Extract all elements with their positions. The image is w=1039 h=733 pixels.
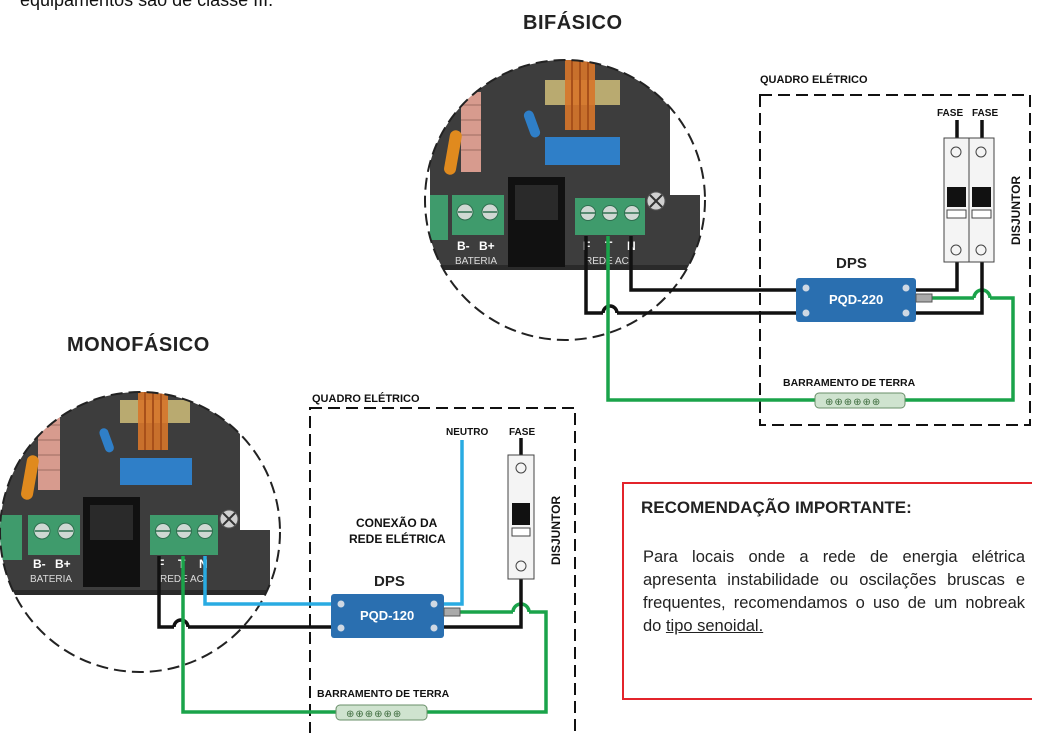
- recommendation-text: Para locais onde a rede de energia elétr…: [643, 548, 1025, 635]
- monofasico-quadro-label: QUADRO ELÉTRICO: [312, 392, 420, 405]
- bi-fase2-label: FASE: [972, 108, 998, 119]
- svg-text:⊕⊕⊕⊕⊕⊕: ⊕⊕⊕⊕⊕⊕: [825, 397, 881, 408]
- mono-neutro-label: NEUTRO: [446, 427, 488, 438]
- mono-bateria-label: BATERIA: [30, 574, 72, 585]
- bifasico-dps: [796, 278, 916, 322]
- bifasico-disjuntor-label: DISJUNTOR: [1009, 176, 1023, 245]
- bifasico-terra-label: BARRAMENTO DE TERRA: [783, 377, 916, 389]
- bi-term-bplus: B+: [479, 239, 495, 253]
- mono-term-bplus: B+: [55, 557, 71, 571]
- monofasico-title: MONOFÁSICO: [67, 334, 210, 356]
- monofasico-zoom-circle: [0, 391, 281, 673]
- svg-text:⊕⊕⊕⊕⊕⊕: ⊕⊕⊕⊕⊕⊕: [346, 709, 402, 720]
- bifasico-dps-model: PQD-220: [829, 292, 883, 307]
- mono-conexao-line2: REDE ELÉTRICA: [349, 531, 446, 546]
- monofasico-dps-label: DPS: [374, 573, 405, 590]
- mono-term-bminus: B-: [33, 557, 46, 571]
- mono-conexao-line1: CONEXÃO DA: [356, 515, 438, 530]
- bifasico-quadro-box: [759, 94, 1031, 426]
- bi-bateria-label: BATERIA: [455, 256, 497, 267]
- bifasico-board: [425, 60, 705, 340]
- monofasico-dps-model: PQD-120: [360, 608, 414, 623]
- mono-fase-label: FASE: [509, 427, 535, 438]
- recommendation-title: RECOMENDAÇÃO IMPORTANTE:: [641, 498, 912, 517]
- bifasico-zoom-circle: [424, 59, 706, 341]
- bifasico-quadro-label: QUADRO ELÉTRICO: [760, 73, 868, 86]
- monofasico-disjuntor: [507, 454, 535, 580]
- recommendation-underlined: tipo senoidal.: [665, 617, 764, 635]
- monofasico-terra-label: BARRAMENTO DE TERRA: [317, 688, 450, 700]
- recommendation-box: RECOMENDAÇÃO IMPORTANTE: Para locais ond…: [622, 482, 1032, 700]
- monofasico-board: [0, 392, 280, 672]
- monofasico-terra-bar: [335, 704, 428, 721]
- bi-term-bminus: B-: [457, 239, 470, 253]
- recommendation-body: Para locais onde a rede de energia elétr…: [643, 546, 1025, 638]
- monofasico-disjuntor-label: DISJUNTOR: [549, 496, 563, 565]
- bifasico-title: BIFÁSICO: [523, 12, 623, 34]
- bifasico-disjuntor: [943, 120, 995, 263]
- bifasico-dps-label: DPS: [836, 255, 867, 272]
- bifasico-terra-bar: [814, 392, 906, 409]
- bi-fase1-label: FASE: [937, 108, 963, 119]
- monofasico-quadro-box: [309, 407, 576, 733]
- intro-text: equipamentos são de classe III.: [20, 0, 274, 10]
- monofasico-dps: [331, 594, 444, 638]
